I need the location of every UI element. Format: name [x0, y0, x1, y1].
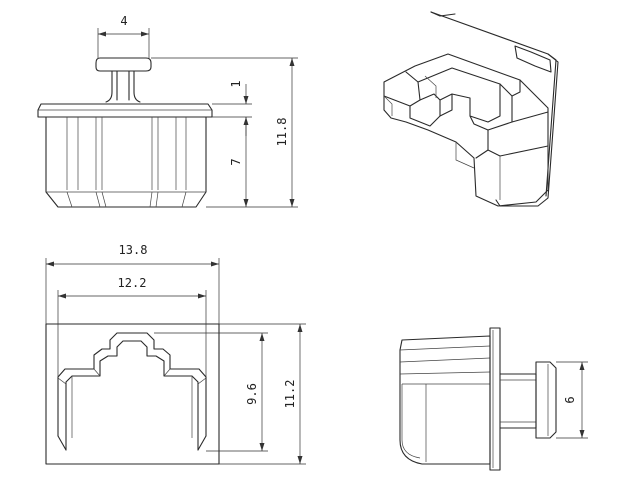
dim-inner-height: 9.6 [154, 332, 268, 452]
plan-view [45, 323, 220, 465]
dim-inner-width: 12.2 [57, 276, 207, 377]
isometric-view [383, 11, 559, 207]
dim-label-flange-thickness: 1 [229, 80, 243, 87]
dim-label-outer-height: 11.2 [283, 380, 297, 409]
dim-label-inner-width: 12.2 [118, 276, 147, 290]
dim-knob-width: 4 [97, 14, 150, 58]
dim-label-inner-height: 9.6 [245, 383, 259, 405]
dim-outer-width: 13.8 [45, 243, 220, 324]
dim-knob-height: 6 [556, 361, 588, 439]
dim-right-front: 1 7 11.8 [151, 57, 298, 208]
dim-outer-height: 11.2 [219, 323, 306, 465]
dim-label-knob-height: 6 [563, 396, 577, 403]
dim-label-knob-width: 4 [120, 14, 127, 28]
front-elevation-view [37, 57, 213, 208]
dim-label-body-height: 7 [229, 158, 243, 165]
dim-label-outer-width: 13.8 [119, 243, 148, 257]
side-view [399, 327, 557, 471]
dim-label-total-height: 11.8 [275, 118, 289, 147]
